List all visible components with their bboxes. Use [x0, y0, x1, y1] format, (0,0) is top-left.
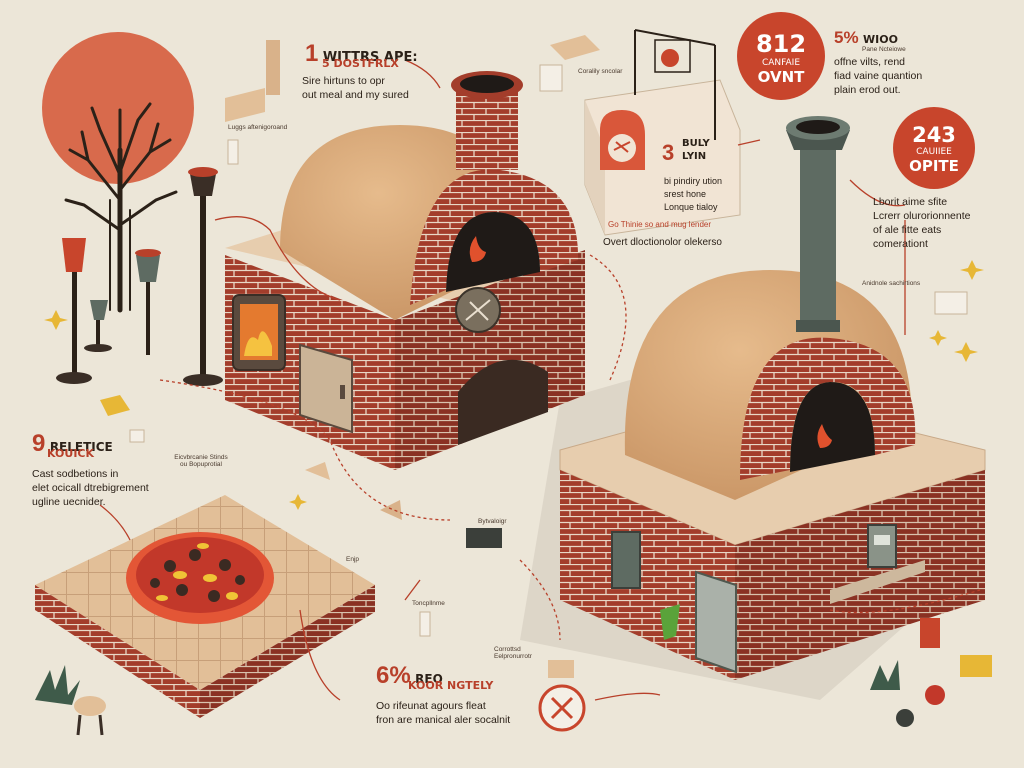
callout-subtitle: KOOR NGTELY [408, 679, 494, 692]
callout-subtitle: KOUICK [47, 447, 95, 460]
tiny-label: Toncpllnme [412, 600, 445, 607]
callout-note: Go Thinie so and mug lender [608, 220, 712, 229]
callout-subtitle: LYIN [682, 151, 707, 162]
callout-body-line: srest hone [664, 189, 707, 199]
tiny-label: Luggs aftenigoroand [228, 124, 288, 131]
callout-body-line: comerationt [873, 238, 928, 250]
sun-illustration [42, 32, 194, 184]
callout-body-line: Cast sodbetions in [32, 468, 119, 480]
plants [35, 660, 900, 705]
callout-title: WITTRS APE: [322, 50, 418, 65]
lamp-posts [56, 167, 223, 386]
badge-line: OPITE [909, 157, 959, 175]
callout-body-line: Sire hirtuns to opr [302, 75, 385, 87]
badge-number: 812 [755, 30, 807, 58]
callout-body-line: plain erod out. [834, 84, 901, 96]
callout-left-mid: 9 RELETICE [32, 430, 113, 458]
badge-line: OVNT [757, 68, 805, 86]
callout-number: 1 [305, 40, 319, 67]
tree-illustration [64, 102, 178, 313]
tiny-label: Anidnole sachirtions [862, 280, 921, 287]
tiny-label: Bytvaloigr [478, 518, 507, 525]
callout-body-line: fron are manical aler socalnit [376, 714, 511, 726]
stat-badge: 243 CAUIIEE OPITE [893, 107, 975, 189]
stat-badge: 812 CANFAIE OVNT [737, 12, 825, 100]
callout-body-line: out meal and my sured [302, 89, 409, 101]
callout-caption: Overt dloctionolor olekerso [603, 237, 722, 248]
connector-lines [99, 59, 981, 701]
callout-subtitle: 5 DOSTFRLX [322, 57, 399, 70]
callout-body-line: Oo rifeunat agours fleat [376, 700, 486, 712]
callout-title: WIOO [863, 33, 898, 46]
badge-line: CAUIIEE [916, 147, 952, 157]
callout-body-line: Lonque tialoy [664, 202, 718, 212]
callout-bottom-center: 6% REO [376, 662, 443, 690]
tiny-label: Corrottsd Eelpronurrotr [494, 646, 532, 661]
callout-number: 5% [834, 28, 859, 47]
callout-body-line: offne vilts, rend [834, 56, 906, 68]
stars [44, 260, 984, 510]
tiny-label: Eicvbrcanie Stinds ou Bopuprotial [174, 454, 228, 469]
callout-body-line: Lcrerr olurorionnente [873, 210, 971, 222]
callout-title: RELETICE [49, 440, 113, 454]
tiny-label: Coralily sncolar [578, 68, 623, 75]
callout-top-right: 5% WIOO [834, 28, 898, 48]
callout-body-line: of ale fitte eats [873, 224, 942, 236]
callout-body-line: bi pindiry ution [664, 176, 723, 186]
callout-tiny: Pane Ncteiowe [862, 46, 906, 53]
callout-title: REO [415, 672, 443, 686]
callout-body-line: elet ocicall dtrebigrement [32, 482, 149, 494]
callout-top-center: 3 [662, 140, 674, 165]
right-brick-oven [559, 116, 986, 680]
badge-number: 243 [912, 123, 956, 147]
callout-body-line: ugline uecnider. [32, 496, 106, 508]
callout-title: BULY [682, 138, 710, 149]
tiny-label: Enjp [346, 556, 360, 563]
callout-number: 9 [32, 430, 46, 457]
decorative-objects [74, 35, 992, 736]
callout-body-line: fiad vaine quantion [834, 70, 923, 82]
callout-number: 6% [376, 662, 411, 689]
callout-number: 3 [662, 140, 675, 165]
pizza-board [35, 495, 375, 718]
info-display-box [584, 29, 741, 236]
callout-top-left: 1 WITTRS APE: [305, 40, 418, 68]
left-brick-oven [225, 71, 585, 470]
badge-line: CANFAIE [761, 58, 801, 68]
callout-body-line: Lborit aime sfite [873, 196, 948, 208]
